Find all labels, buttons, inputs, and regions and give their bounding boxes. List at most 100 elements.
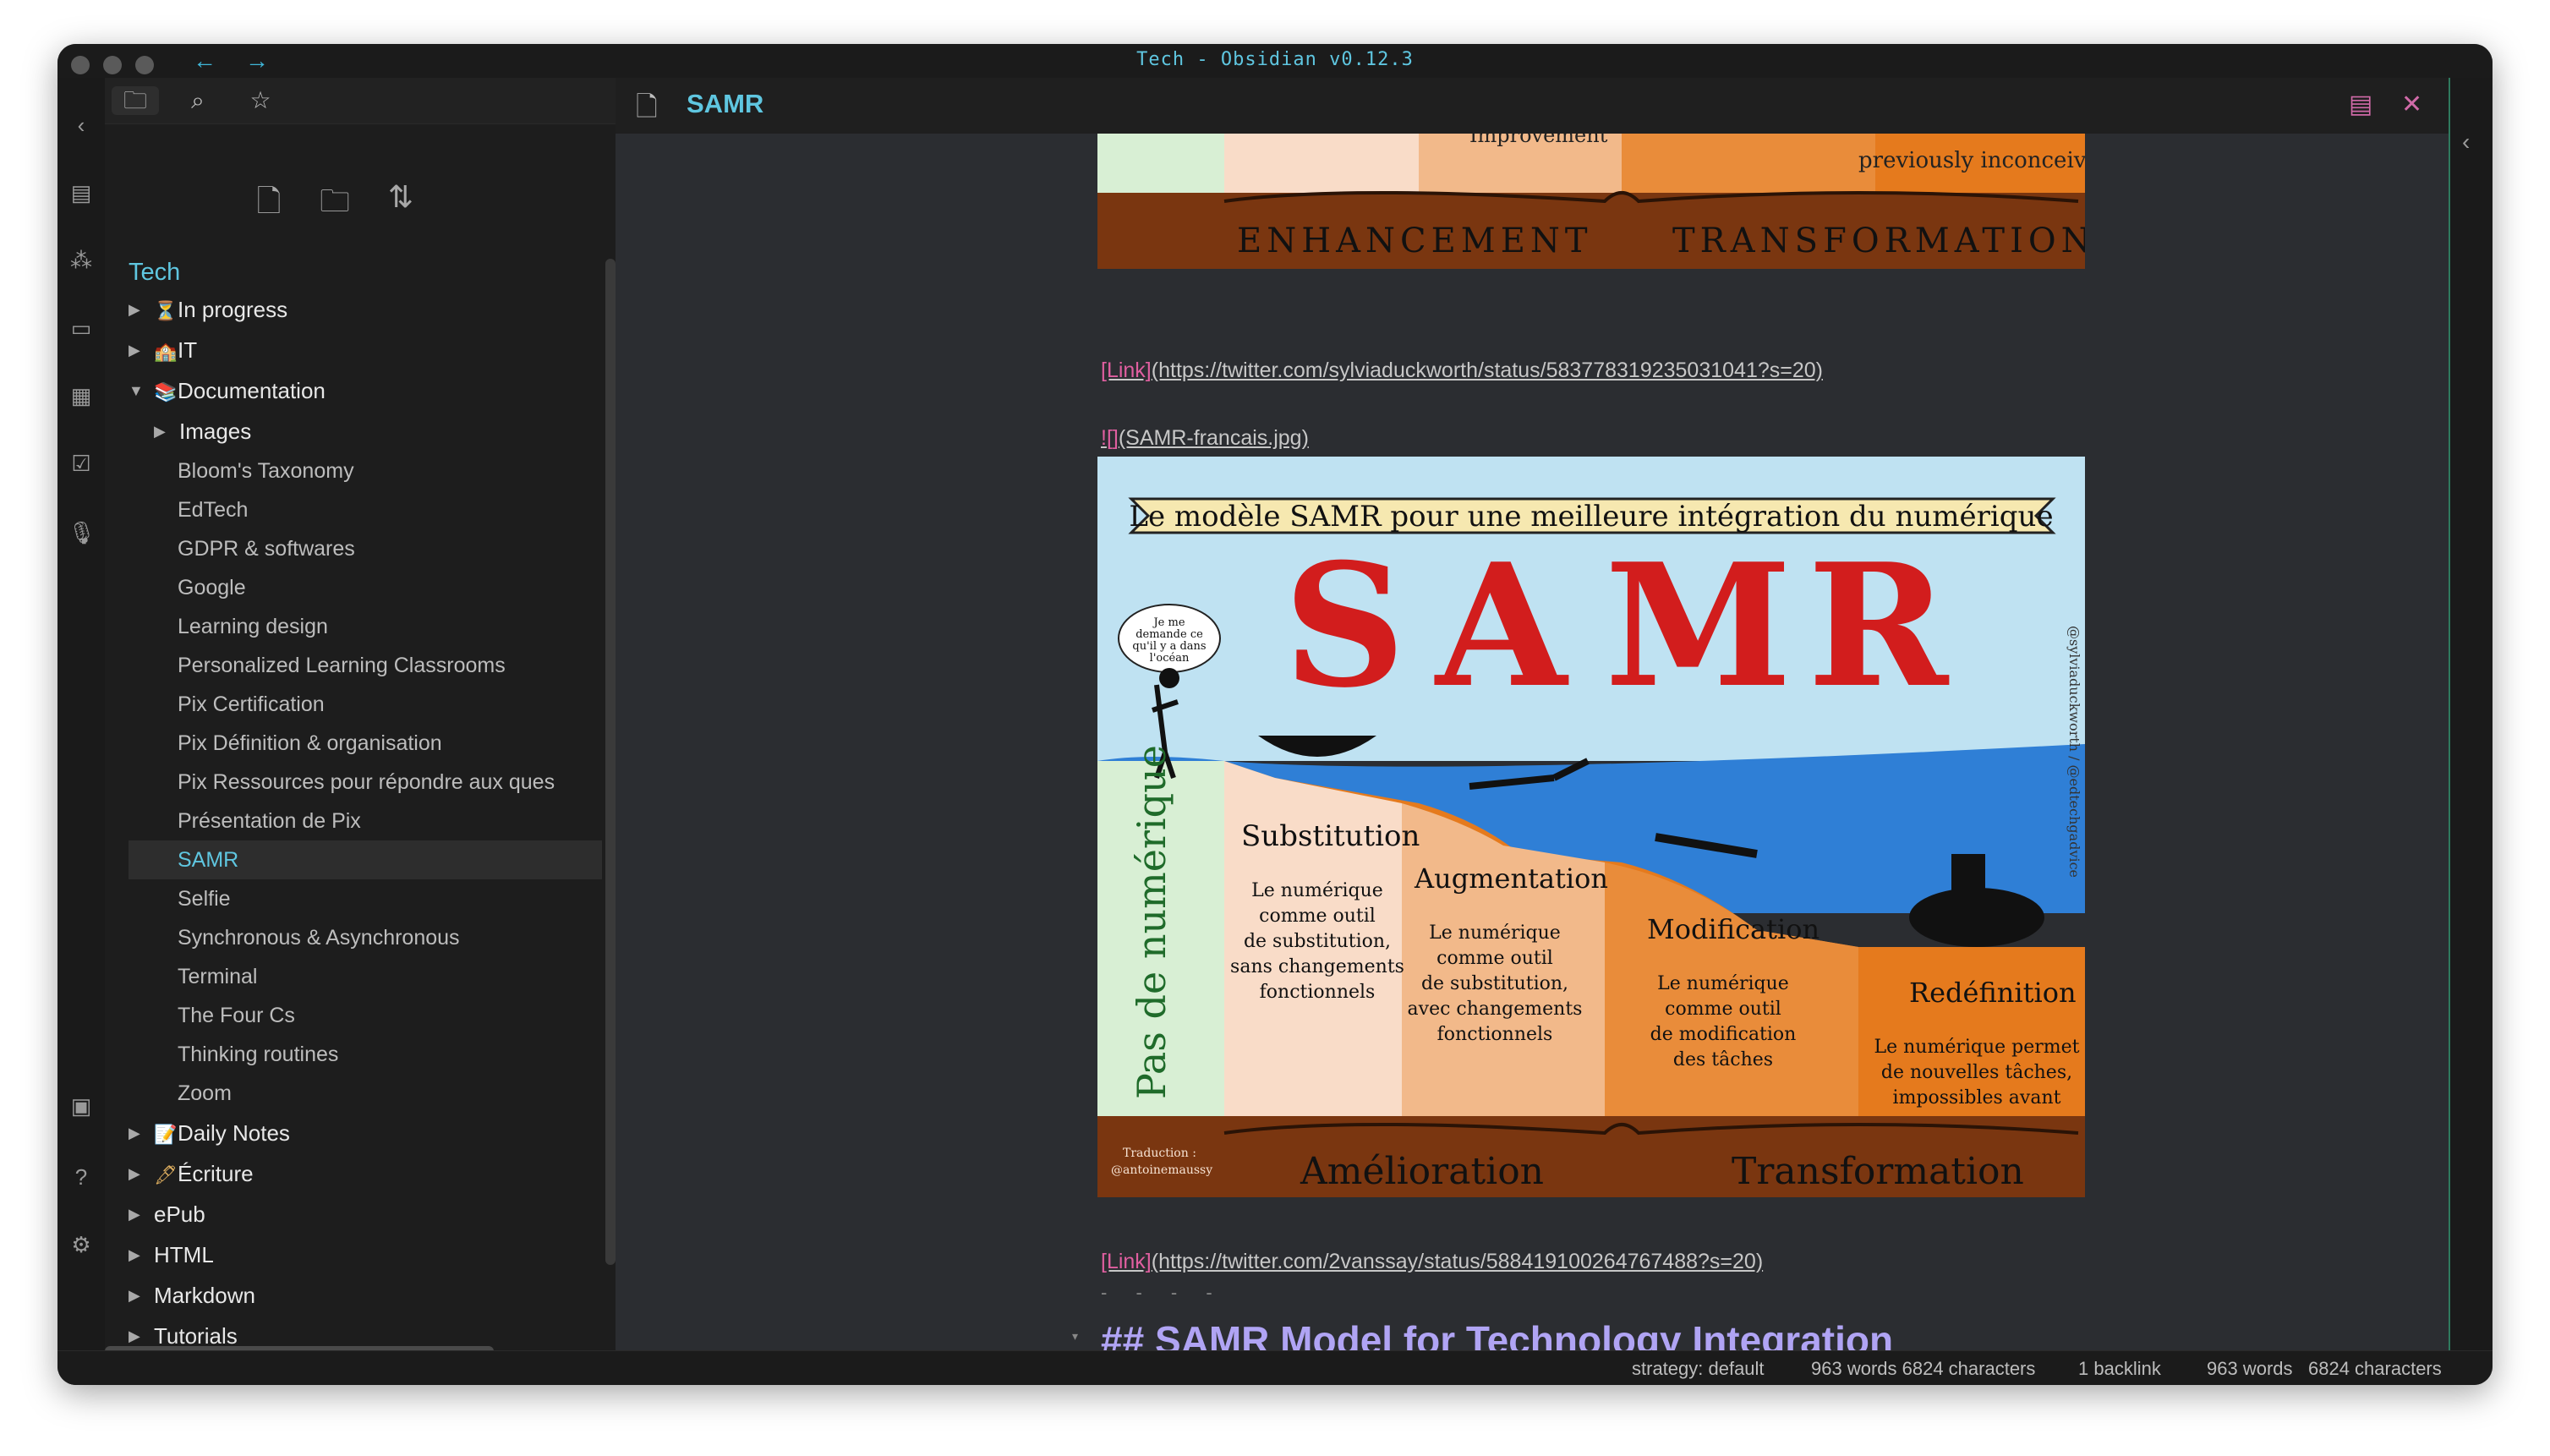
new-note-icon[interactable]: 🗋 [256,183,282,218]
tree-note[interactable]: Selfie [129,879,602,918]
tree-item-label: Daily Notes [178,1120,290,1146]
maximize-window-button[interactable] [135,56,154,74]
tree-folder[interactable]: ▶Tutorials [129,1316,602,1356]
folder-emoji-icon: 📝 [154,1124,178,1145]
back-arrow-icon[interactable]: ← [193,47,216,74]
link-line-1[interactable]: [Link](https://twitter.com/sylviaduckwor… [1101,359,1823,383]
vault-name: Tech [129,259,181,286]
graph-view-icon[interactable]: ⁂ [70,248,92,273]
tree-note[interactable]: Pix Ressources pour répondre aux ques [129,763,602,802]
link-1-url[interactable]: (https://twitter.com/sylviaduckworth/sta… [1151,359,1823,382]
tree-folder[interactable]: ▶Markdown [129,1275,602,1316]
tree-item-label: Documentation [178,378,326,403]
tree-folder[interactable]: ▶🏫IT [129,330,602,370]
folder-emoji-icon: 🏫 [154,341,178,362]
tree-note[interactable]: Personalized Learning Classrooms [129,646,602,685]
stage-augmentation-line: de substitution, [1421,973,1568,994]
tree-note[interactable]: GDPR & softwares [129,529,602,568]
tree-note[interactable]: Pix Définition & organisation [129,724,602,763]
help-icon[interactable]: ? [74,1164,88,1190]
reading-mode-icon[interactable]: ▤ [2349,90,2373,118]
status-backlinks[interactable]: 1 backlink [2078,1358,2161,1379]
tree-note[interactable]: Bloom's Taxonomy [129,452,602,490]
app-window: ← → Tech - Obsidian v0.12.3 ‹ ▤ ⁂ ▭ ▦ ☑ … [57,44,2493,1385]
tree-folder[interactable]: ▶ePub [129,1194,602,1234]
chevron-right-icon[interactable]: ▶ [129,1206,140,1223]
stage-augmentation-line: comme outil [1436,948,1553,969]
collapse-sidebar-icon[interactable]: ‹ [77,112,85,138]
link-1-label[interactable]: [Link] [1101,359,1152,382]
credit-left-2: @antoinemaussy [1111,1163,1212,1177]
microphone-icon[interactable]: 🎙 [68,520,96,545]
tree-folder[interactable]: ▶ 📝Daily Notes [129,1113,602,1153]
expand-right-sidebar-icon[interactable]: ‹ [2462,129,2471,155]
close-window-button[interactable] [71,56,90,74]
slides-icon[interactable]: ▭ [70,315,92,341]
samr-letter-s: S [1283,527,1405,725]
folder-emoji-icon: ⏳ [154,300,178,321]
daily-note-icon[interactable]: ☑ [71,451,91,476]
tree-folder[interactable]: ▼📚Documentation [129,370,602,411]
tree-note[interactable]: Google [129,568,602,607]
tree-note[interactable]: Zoom [129,1074,602,1113]
link-line-2[interactable]: [Link](https://twitter.com/2vanssay/stat… [1101,1250,1763,1274]
tree-item-label: Pix Définition & organisation [178,731,442,755]
sidebar-scrollbar[interactable] [605,259,616,1265]
chevron-right-icon[interactable]: ▶ [129,1327,140,1344]
horizontal-rule: - - - - [1101,1282,1224,1303]
plugins-grid-icon[interactable]: ▦ [70,383,92,408]
tree-folder[interactable]: ▶🖋Écriture [129,1153,602,1194]
tree-item-label: Learning design [178,615,328,638]
vault-icon[interactable]: ▣ [70,1093,92,1119]
embed-line[interactable]: ![](SAMR-francais.jpg) [1101,426,1309,451]
link-2-label[interactable]: [Link] [1101,1250,1152,1273]
tree-folder[interactable]: ▶HTML [129,1234,602,1275]
chevron-right-icon[interactable]: ▶ [129,1165,140,1182]
samr-letter-r: R [1808,527,1950,725]
samr-letter-m: M [1605,527,1792,725]
chevron-right-icon[interactable]: ▶ [129,342,140,359]
new-folder-icon[interactable]: 🗀 [319,183,350,218]
tree-note[interactable]: Synchronous & Asynchronous [129,918,602,957]
tree-item-label: In progress [178,297,288,322]
search-tab-search-icon[interactable]: ⌕ [191,87,205,113]
tree-note[interactable]: SAMR [129,840,602,879]
starred-tab-star-icon[interactable]: ☆ [249,87,271,113]
tree-folder[interactable]: ▶ ⏳In progress [129,289,602,330]
forward-arrow-icon[interactable]: → [245,47,269,74]
sort-icon[interactable]: ⇅ [387,179,414,214]
stage-modification-line: Le numérique [1657,973,1789,994]
tree-note[interactable]: EdTech [129,490,602,529]
chevron-right-icon[interactable]: ▶ [129,1287,140,1304]
tree-item-label: Synchronous & Asynchronous [178,926,460,950]
chevron-right-icon[interactable]: ▶ [129,1125,140,1141]
chevron-down-icon[interactable]: ▼ [129,382,144,399]
chevron-right-icon[interactable]: ▶ [129,301,140,318]
tree-note[interactable]: Learning design [129,607,602,646]
tree-note[interactable]: Terminal [129,957,602,996]
link-2-url[interactable]: (https://twitter.com/2vanssay/status/588… [1151,1250,1764,1273]
status-strategy[interactable]: strategy: default [1632,1358,1765,1379]
minimize-window-button[interactable] [103,56,122,74]
stage-substitution-line: fonctionnels [1260,982,1376,1003]
tree-note[interactable]: Présentation de Pix [129,802,602,840]
tree-note[interactable]: The Four Cs [129,996,602,1035]
window-title: Tech - Obsidian v0.12.3 [1136,49,1414,70]
tree-note[interactable]: Thinking routines [129,1035,602,1074]
note-title[interactable]: SAMR [687,89,764,118]
fold-chevron-icon[interactable]: ▾ [1072,1329,1079,1343]
chevron-right-icon[interactable]: ▶ [154,423,166,440]
settings-gear-icon[interactable]: ⚙ [71,1232,91,1257]
pas-de-numerique-label: Pas de numérique [1129,745,1174,1099]
embed-target[interactable]: (SAMR-francais.jpg) [1118,426,1309,450]
embed-prefix: ! [1101,426,1107,450]
stage-modification-line: des tâches [1673,1049,1773,1070]
file-explorer-tab-folder-icon[interactable]: 🗀 [112,86,159,115]
tree-item-label: EdTech [178,498,249,522]
status-bar: strategy: default 963 words 6824 charact… [57,1350,2493,1385]
tree-note[interactable]: Pix Certification [129,685,602,724]
chevron-right-icon[interactable]: ▶ [129,1246,140,1263]
close-tab-icon[interactable]: ✕ [2401,90,2423,118]
tree-folder[interactable]: ▶Images [129,411,602,452]
quick-switcher-icon[interactable]: ▤ [70,180,92,205]
